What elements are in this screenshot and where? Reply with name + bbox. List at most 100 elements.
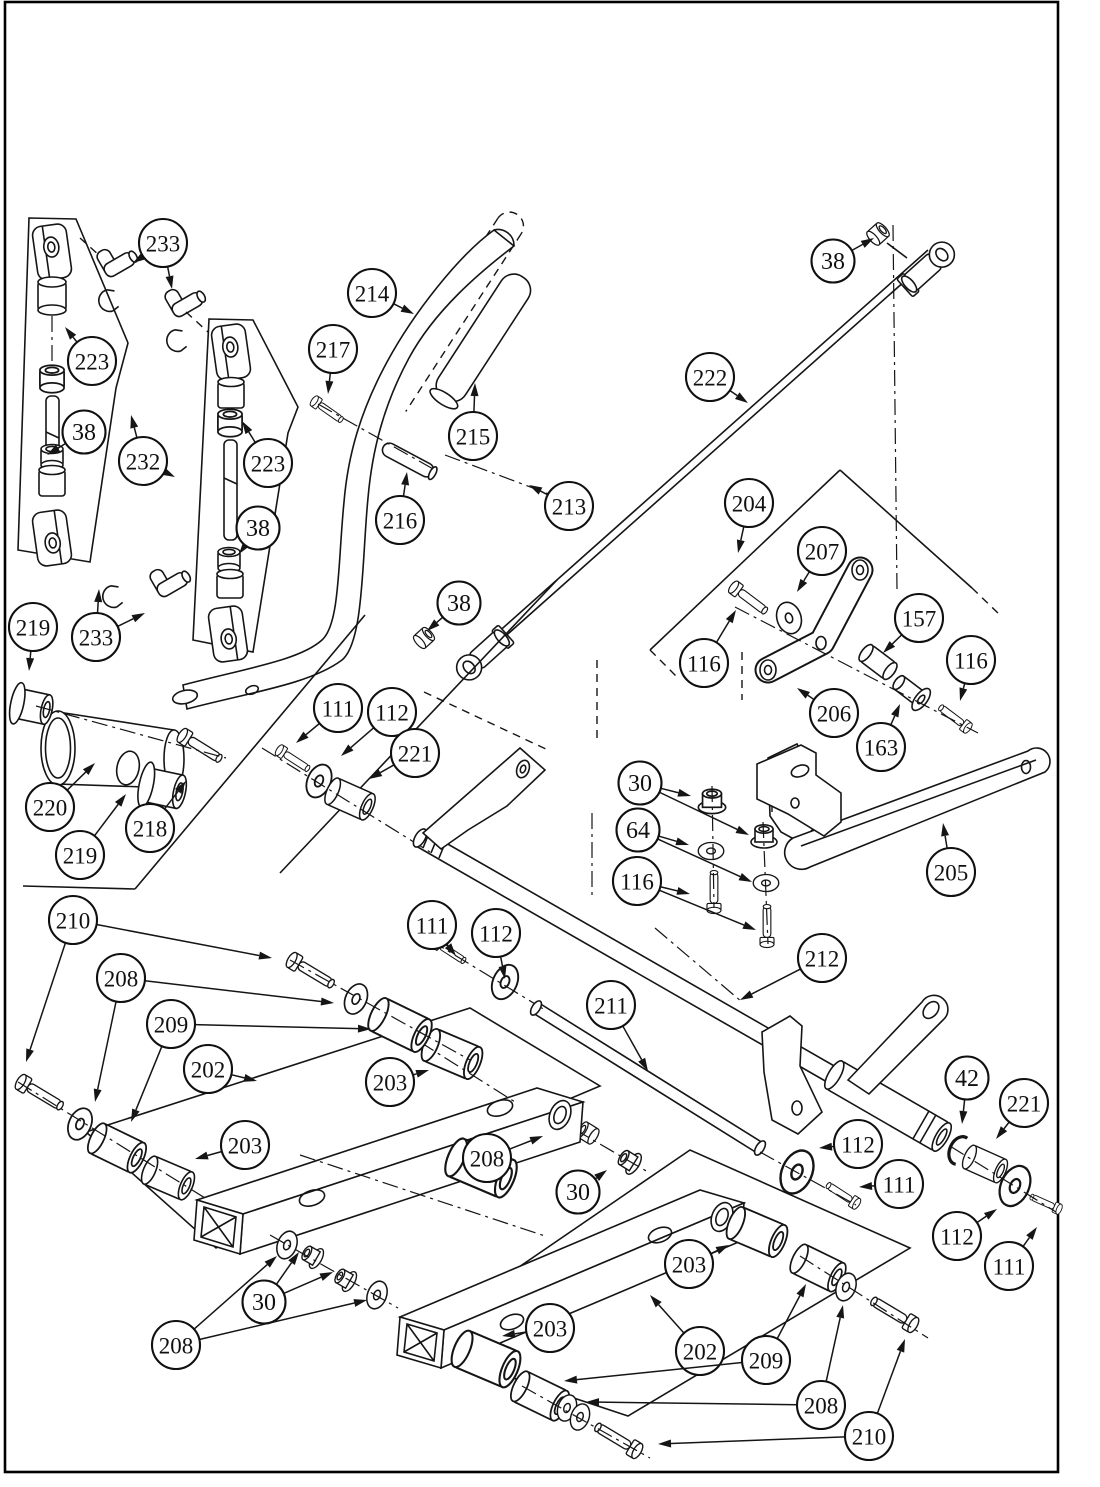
callout-38: 38 [61, 409, 107, 455]
leader-arrowhead [195, 1151, 209, 1160]
callout-circle [95, 952, 147, 1004]
callout-number: 157 [902, 607, 937, 632]
callout-number: 214 [355, 282, 390, 307]
callout-number: 203 [228, 1134, 263, 1159]
callout-circle [843, 1410, 895, 1462]
rod-end-ball-joint [895, 236, 961, 299]
leader-line [622, 1025, 643, 1061]
callout-number: 112 [940, 1225, 974, 1250]
callout-30: 30 [555, 1169, 601, 1215]
callout-circle [555, 1169, 601, 1215]
callout-203: 203 [219, 1119, 271, 1171]
clevis-end [30, 222, 74, 282]
callout-circle [832, 1118, 884, 1170]
main-shaft-group [261, 742, 1065, 1216]
leader-line [163, 790, 179, 810]
clevis-end [206, 604, 250, 664]
shaft-lever-arm [846, 994, 949, 1096]
callout-number: 207 [805, 540, 840, 565]
leader-arrowhead [860, 238, 874, 248]
callout-112: 112 [470, 907, 522, 959]
callout-circle [855, 721, 907, 773]
leader-arrowhead [677, 788, 691, 797]
callout-163: 163 [855, 721, 907, 773]
callout-number: 209 [749, 1349, 784, 1374]
callout-112: 112 [931, 1210, 983, 1262]
callout-number: 205 [934, 861, 969, 886]
callout-number: 30 [252, 1290, 276, 1316]
callout-number: 213 [552, 495, 587, 520]
leader-line [473, 395, 476, 413]
leader-arrowhead [738, 872, 752, 882]
leader-arrowhead [130, 415, 139, 429]
callout-number: 203 [533, 1317, 568, 1342]
callout-number: 223 [75, 350, 110, 375]
callout-circle [145, 998, 197, 1050]
callout-number: 202 [191, 1058, 226, 1083]
leader-line [891, 634, 903, 645]
leader-arrowhead [174, 781, 186, 794]
bushing-203 [721, 1203, 793, 1261]
leader-line [194, 1023, 359, 1030]
callout-218: 218 [124, 802, 176, 854]
leader-arrowhead [264, 1256, 277, 1268]
leader-arrowhead [94, 589, 103, 603]
callout-38: 38 [810, 238, 856, 284]
leader-arrowhead [836, 1305, 845, 1319]
callout-111: 111 [312, 682, 364, 734]
callout-112: 112 [366, 686, 418, 738]
leader-arrowhead [883, 641, 896, 653]
leader-line [393, 303, 403, 309]
jam-nut [217, 408, 243, 438]
leader-arrowhead [676, 887, 690, 895]
leader-line [944, 835, 948, 849]
callout-number: 233 [146, 232, 181, 257]
callout-number: 163 [864, 736, 899, 761]
callout-number: 38 [246, 516, 270, 542]
leader-line [1003, 1121, 1010, 1130]
clamp-fitting [147, 555, 194, 600]
callout-circle [70, 611, 122, 663]
flange-nut-30 [330, 1263, 361, 1295]
callout-38: 38 [436, 580, 482, 626]
shaft-bracket-plate [761, 1015, 823, 1135]
callout-number: 204 [732, 492, 767, 517]
callout-232: 232 [117, 435, 169, 487]
shaft-plate-arm [421, 746, 547, 851]
leader-line [96, 601, 99, 614]
callout-circle [684, 351, 736, 403]
leader-arrowhead [498, 965, 507, 979]
leader-arrowhead [65, 327, 77, 340]
leader-arrowhead [341, 744, 354, 756]
callout-number: 208 [104, 967, 139, 992]
leader-arrowhead [564, 1375, 578, 1384]
leader-arrowhead [529, 485, 543, 495]
pin-216 [381, 442, 438, 481]
leader-line [1022, 1237, 1031, 1247]
bolt-210 [866, 1292, 922, 1335]
callout-233: 233 [137, 217, 189, 269]
callout-42: 42 [944, 1055, 990, 1101]
washer-64 [697, 841, 725, 861]
callout-circle [24, 781, 76, 833]
callout-number: 210 [852, 1425, 887, 1450]
callout-203: 203 [663, 1238, 715, 1290]
callout-number: 211 [594, 994, 628, 1019]
callout-circle [543, 480, 595, 532]
callout-circle [235, 505, 281, 551]
bolt-210 [12, 1072, 68, 1115]
tie-rod-group [410, 220, 961, 751]
leader-line [66, 771, 87, 791]
leader-line [660, 885, 678, 892]
callout-number: 116 [687, 652, 721, 677]
callout-circle [925, 846, 977, 898]
callout-number: 112 [479, 922, 513, 947]
callout-number: 116 [954, 649, 988, 674]
leader-line [199, 1302, 355, 1341]
callout-circle [808, 687, 860, 739]
clevis-link-group [17, 217, 299, 664]
washer-208 [339, 979, 373, 1019]
callout-233: 233 [70, 611, 122, 663]
callout-number: 219 [16, 616, 51, 641]
leader-arrowhead [131, 613, 145, 623]
